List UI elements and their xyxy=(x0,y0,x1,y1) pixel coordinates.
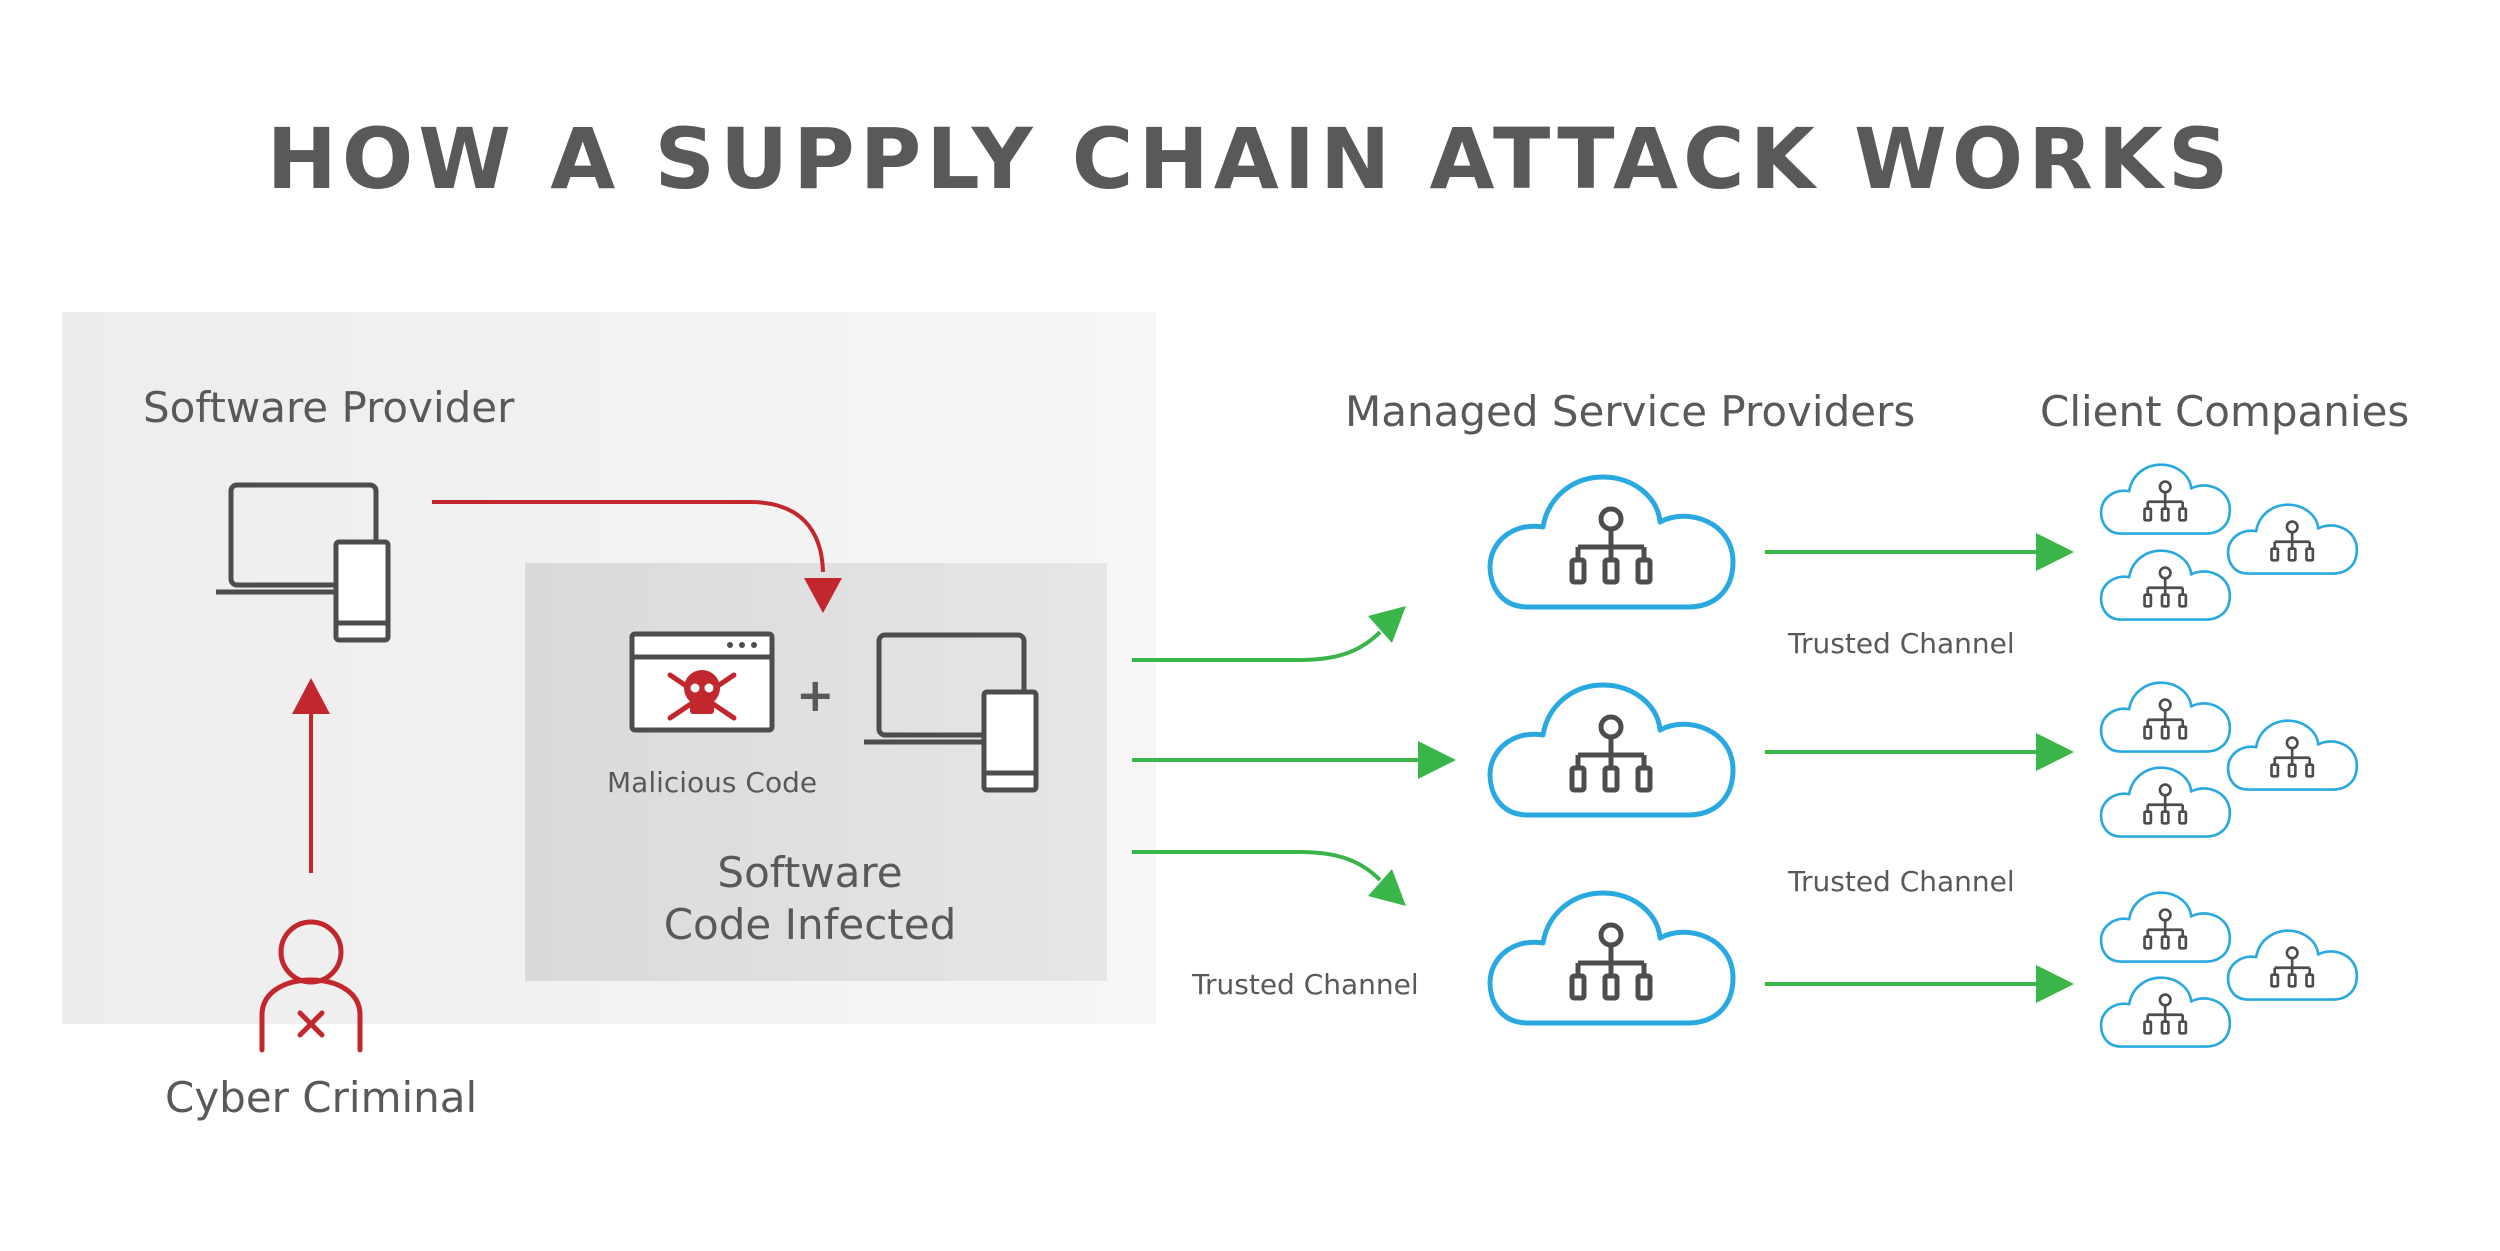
msp-cloud-icon-3 xyxy=(1490,893,1733,1023)
client-group-3 xyxy=(2099,891,2359,1048)
client-cloud-icon xyxy=(2099,891,2232,963)
page-title: HOW A SUPPLY CHAIN ATTACK WORKS xyxy=(266,110,2234,208)
client-arrow-1-head xyxy=(2036,533,2074,571)
client-cloud-icon xyxy=(2226,503,2359,575)
software-infected-line1: Software xyxy=(717,848,903,897)
client-cloud-icon xyxy=(2226,929,2359,1001)
msp-cloud-icon-1 xyxy=(1490,477,1733,607)
software-provider-label: Software Provider xyxy=(143,383,515,432)
trusted-arrow-3-head xyxy=(1368,869,1406,906)
trusted-channel-label-2: Trusted Channel xyxy=(1788,865,2015,898)
malicious-code-label: Malicious Code xyxy=(607,766,818,799)
trusted-arrow-2-head xyxy=(1418,741,1456,779)
trusted-arrow-3-line xyxy=(1132,850,1382,882)
criminal-arrow-head xyxy=(292,678,330,714)
attack-arrow-curve xyxy=(432,500,825,573)
msp-cloud-icon-2 xyxy=(1490,685,1733,815)
software-infected-line2: Code Infected xyxy=(663,900,957,949)
client-cloud-icon xyxy=(2226,719,2359,791)
cyber-criminal-label: Cyber Criminal xyxy=(165,1073,478,1122)
managed-service-providers-label: Managed Service Providers xyxy=(1345,387,1916,436)
client-group-2 xyxy=(2099,681,2359,838)
skull-browser-icon xyxy=(629,631,775,733)
client-companies-label: Client Companies xyxy=(2040,387,2410,436)
trusted-arrow-1-line xyxy=(1132,630,1382,662)
trusted-channel-label-3: Trusted Channel xyxy=(1192,968,1419,1001)
client-group-1 xyxy=(2099,463,2359,621)
client-cloud-icon xyxy=(2099,766,2232,838)
client-cloud-icon xyxy=(2099,976,2232,1048)
software-code-infected-label: Software Code Infected xyxy=(650,847,970,951)
attack-arrow-head xyxy=(804,578,842,613)
client-arrow-3-head xyxy=(2036,965,2074,1003)
client-cloud-icon xyxy=(2099,549,2232,621)
hacker-person-icon xyxy=(259,919,363,1053)
client-cloud-icon xyxy=(2099,681,2232,753)
client-cloud-icon xyxy=(2099,463,2232,535)
client-arrow-2-head xyxy=(2036,733,2074,771)
trusted-channel-label-1: Trusted Channel xyxy=(1788,627,2015,660)
trusted-arrow-1-head xyxy=(1368,606,1406,643)
plus-sign: + xyxy=(796,668,835,722)
